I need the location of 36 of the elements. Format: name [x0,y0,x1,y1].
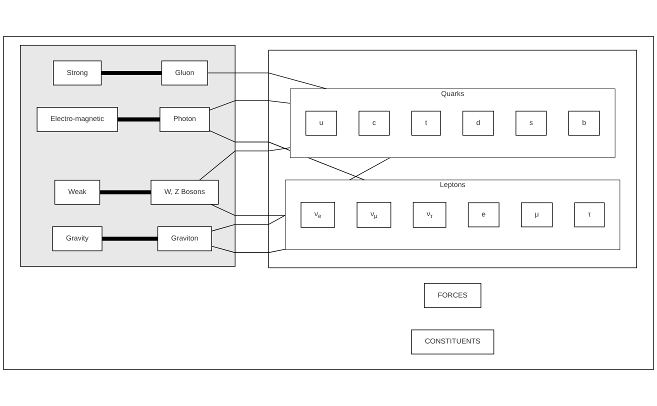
node-box [150,180,219,205]
node-box [411,110,441,136]
node-box [516,110,547,136]
node-box [412,202,446,228]
node-box [160,107,210,132]
cluster [20,44,236,267]
cluster [268,50,637,268]
node-box [300,202,336,228]
cluster [285,180,620,250]
node-box [52,226,102,252]
connector [207,72,327,90]
node-box [358,110,390,136]
node-box [356,202,392,228]
connector [209,130,365,180]
node-box [468,202,500,228]
connector [100,190,152,194]
connector [211,246,286,253]
connector [102,236,158,241]
node-box [568,110,600,136]
node-box [574,202,605,228]
node-box [462,110,494,136]
node-box [54,180,100,205]
node-box [521,202,553,228]
node-box [36,107,118,132]
connector [209,100,291,111]
node-box [411,330,494,354]
node-box [53,60,102,86]
node-box [424,283,482,308]
connector [118,117,160,122]
node-box [157,226,212,252]
node-box [161,60,208,86]
node-box [306,110,337,136]
connector [210,204,286,216]
connector [101,70,162,75]
connector [199,147,291,181]
cluster [290,88,616,158]
